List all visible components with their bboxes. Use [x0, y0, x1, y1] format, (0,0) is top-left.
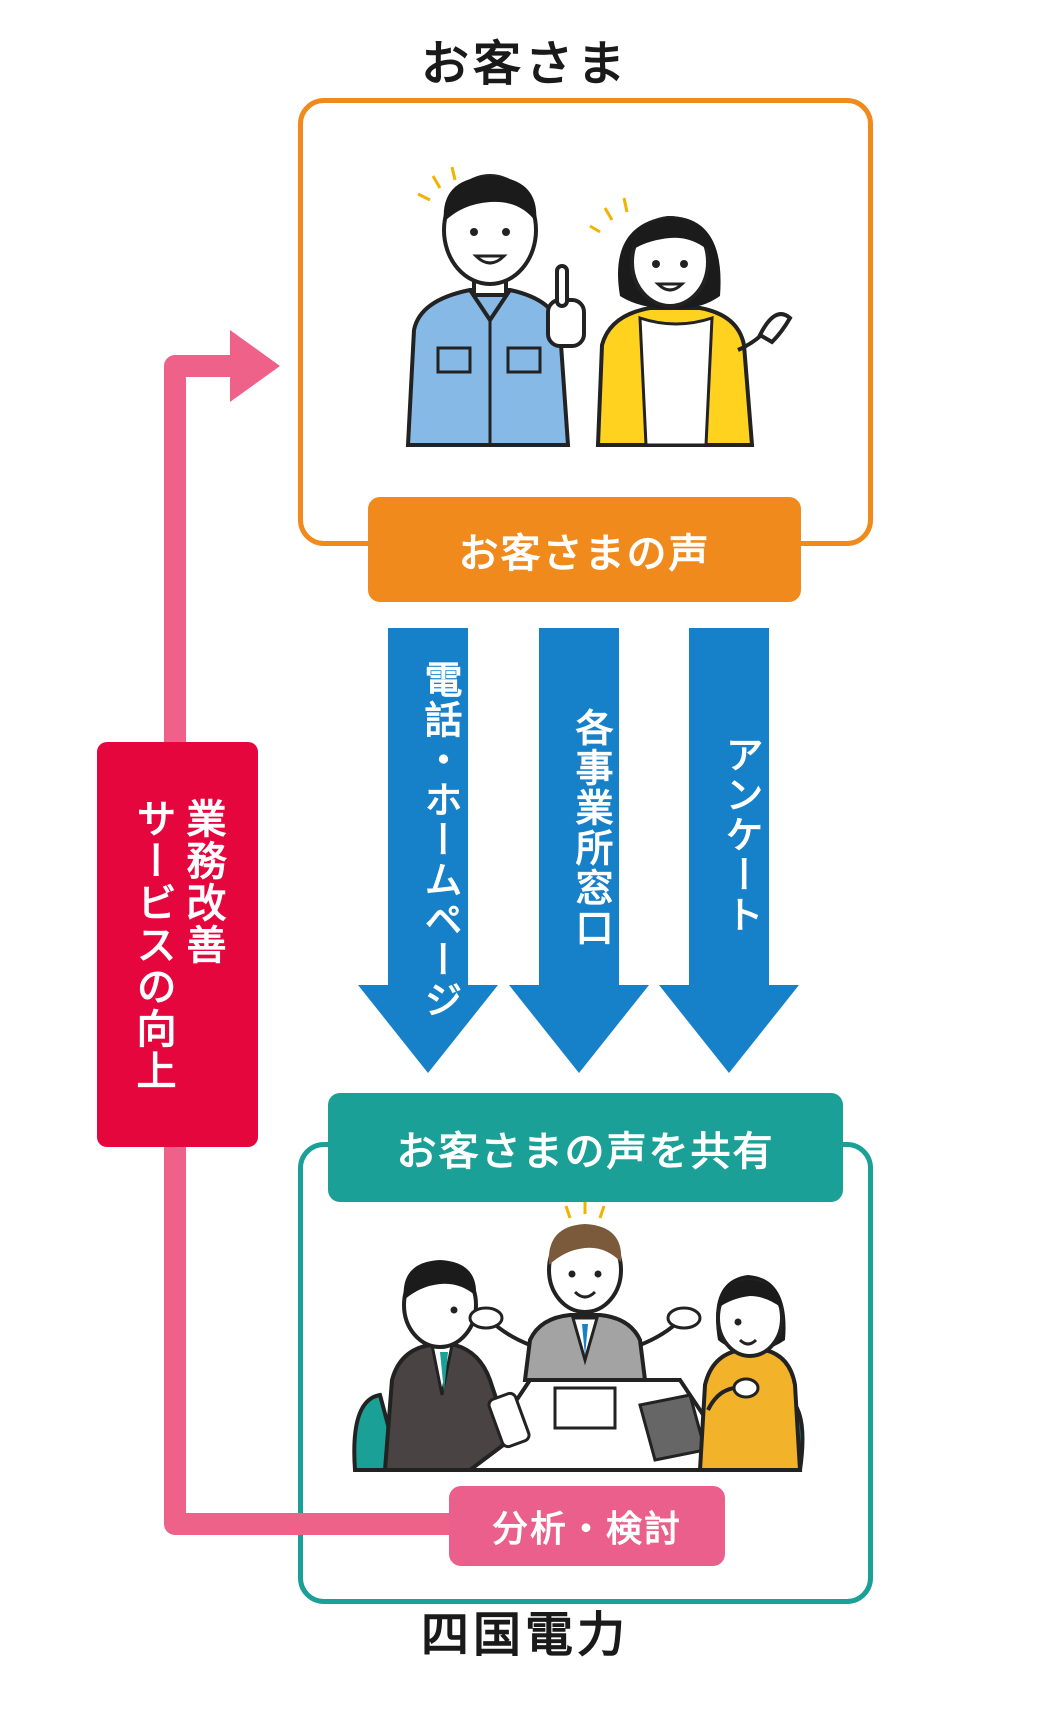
improvement-label: 業務改善 サービスの向上 [129, 797, 226, 1092]
channel-label-survey: アンケート [719, 735, 763, 935]
woman-figure [589, 197, 793, 447]
man-figure [405, 166, 586, 447]
center-staff-figure [468, 1200, 702, 1382]
channel-arrow-1 [509, 628, 649, 1073]
channel-label-phone-web: 電話・ホームページ [418, 660, 462, 1020]
channel-arrow-2 [659, 628, 799, 1073]
improvement-box: 業務改善 サービスの向上 [97, 742, 258, 1147]
channel-arrow-0 [358, 628, 498, 1073]
right-staff-figure [697, 1275, 803, 1472]
analysis-label: 分析・検討 [449, 1486, 725, 1566]
feedback-arrowhead [230, 330, 280, 402]
company-heading: 四国電力 [420, 1607, 629, 1663]
left-staff-figure [382, 1260, 531, 1472]
customers-illustration [405, 166, 793, 447]
customer-heading: お客さま [420, 36, 629, 92]
meeting-illustration [352, 1200, 805, 1472]
channel-label-office-counter: 各事業所窓口 [569, 708, 613, 948]
share-voice-label: お客さまの声を共有 [328, 1093, 843, 1202]
customer-voice-label: お客さまの声 [368, 497, 801, 602]
